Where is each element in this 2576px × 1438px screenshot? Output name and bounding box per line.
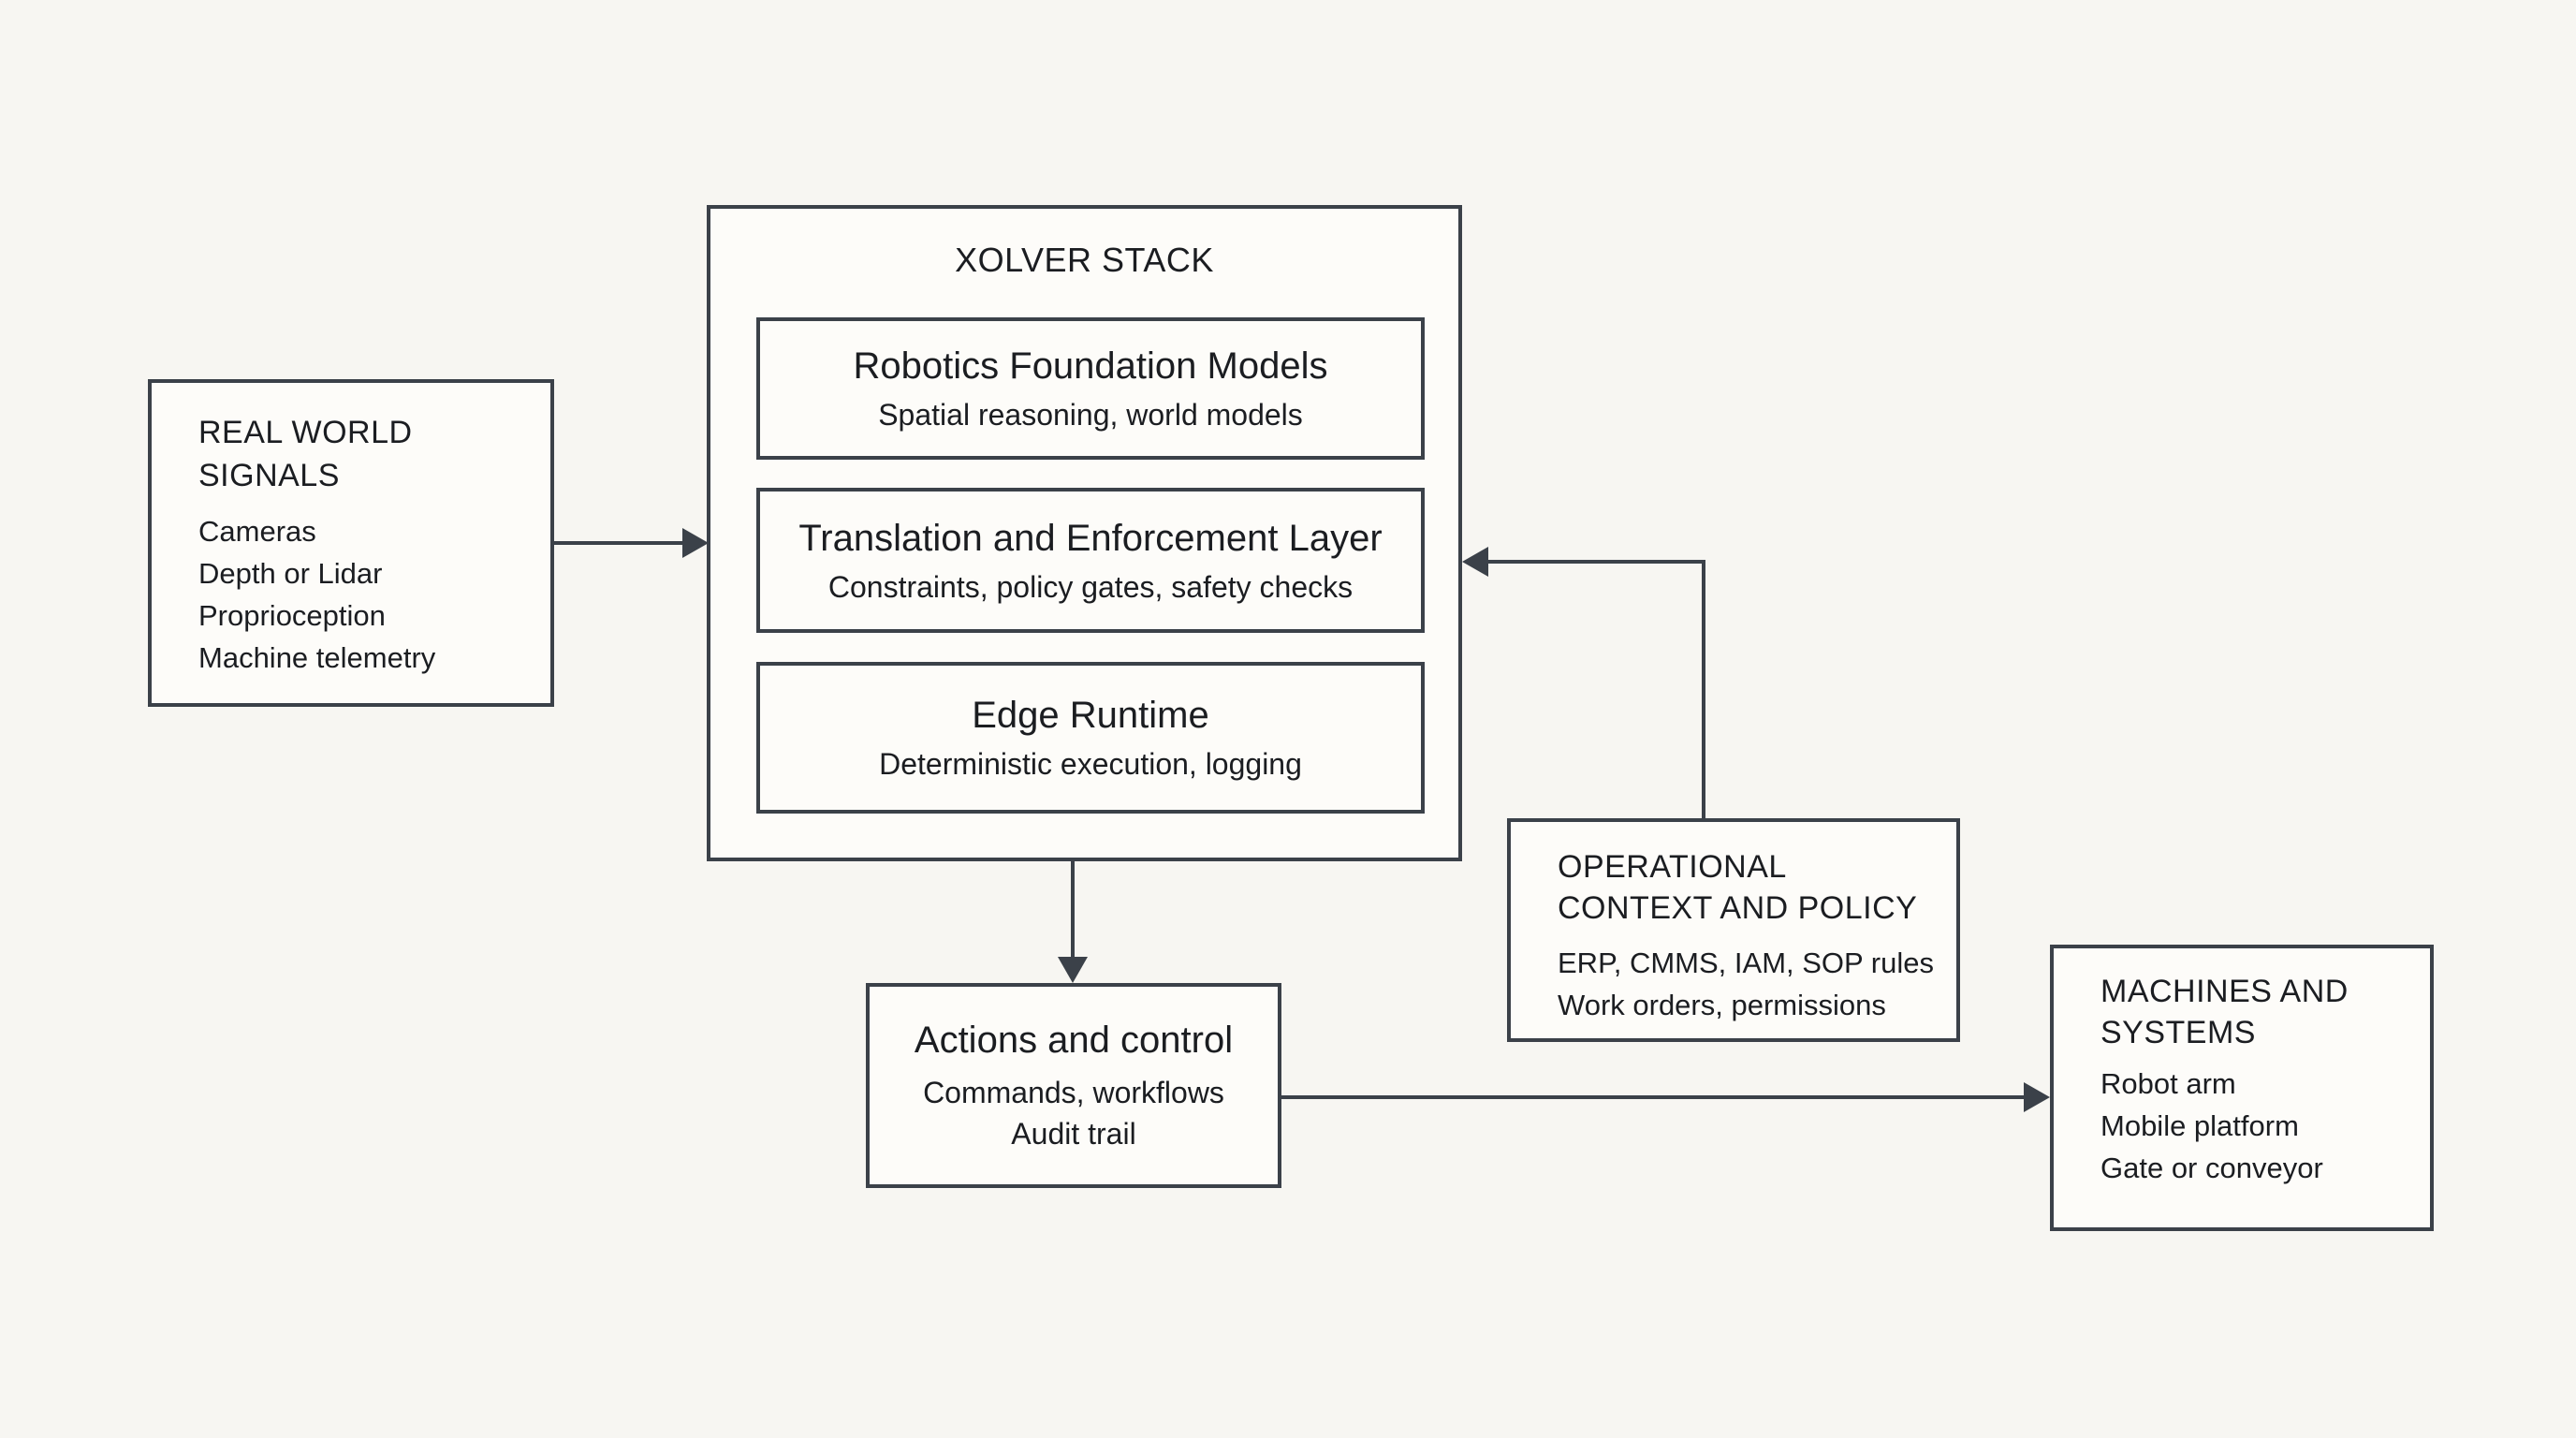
layer-subtitle: Constraints, policy gates, safety checks bbox=[827, 569, 1354, 604]
operational-context-items: ERP, CMMS, IAM, SOP rules Work orders, p… bbox=[1558, 942, 1938, 1026]
list-item: Depth or Lidar bbox=[198, 557, 383, 590]
list-item: Cameras bbox=[198, 515, 316, 548]
layer-subtitle: Deterministic execution, logging bbox=[879, 747, 1302, 781]
machines-systems-box: MACHINES AND SYSTEMS Robot arm Mobile pl… bbox=[2050, 945, 2434, 1231]
list-item: Proprioception bbox=[198, 599, 386, 632]
layer-title: Translation and Enforcement Layer bbox=[798, 517, 1383, 559]
layer-robotics-foundation-models: Robotics Foundation Models Spatial reaso… bbox=[756, 317, 1425, 460]
list-item: Work orders, permissions bbox=[1558, 989, 1886, 1021]
arrowhead-left-icon bbox=[1462, 547, 1488, 577]
layer-translation-enforcement: Translation and Enforcement Layer Constr… bbox=[756, 488, 1425, 633]
list-item: Mobile platform bbox=[2100, 1109, 2299, 1142]
actions-control-items: Commands, workflows Audit trail bbox=[923, 1072, 1224, 1154]
operational-context-title: OPERATIONAL CONTEXT AND POLICY bbox=[1558, 849, 1918, 926]
machines-systems-title: MACHINES AND SYSTEMS bbox=[2100, 974, 2349, 1050]
operational-context-box: OPERATIONAL CONTEXT AND POLICY ERP, CMMS… bbox=[1507, 818, 1960, 1042]
layer-title: Edge Runtime bbox=[972, 695, 1209, 736]
list-item: Robot arm bbox=[2100, 1067, 2236, 1100]
layer-title: Robotics Foundation Models bbox=[853, 345, 1328, 387]
real-world-signals-title: REAL WORLD SIGNALS bbox=[198, 415, 413, 493]
layer-subtitle: Spatial reasoning, world models bbox=[878, 398, 1303, 432]
actions-control-title: Actions and control bbox=[914, 1019, 1234, 1061]
list-item: Commands, workflows bbox=[923, 1075, 1224, 1109]
actions-control-box: Actions and control Commands, workflows … bbox=[866, 983, 1281, 1188]
list-item: Audit trail bbox=[1011, 1116, 1136, 1151]
real-world-signals-items: Cameras Depth or Lidar Proprioception Ma… bbox=[198, 510, 532, 679]
xolver-stack-title: XOLVER STACK bbox=[955, 241, 1214, 279]
list-item: Gate or conveyor bbox=[2100, 1152, 2323, 1184]
list-item: ERP, CMMS, IAM, SOP rules bbox=[1558, 946, 1934, 979]
arrowhead-down-icon bbox=[1058, 957, 1088, 983]
layer-edge-runtime: Edge Runtime Deterministic execution, lo… bbox=[756, 662, 1425, 814]
list-item: Machine telemetry bbox=[198, 641, 436, 674]
arrowhead-right-icon bbox=[2024, 1082, 2050, 1112]
real-world-signals-box: REAL WORLD SIGNALS Cameras Depth or Lida… bbox=[148, 379, 554, 707]
arrowhead-right-icon bbox=[682, 528, 709, 558]
xolver-stack-box: XOLVER STACK Robotics Foundation Models … bbox=[707, 205, 1462, 861]
machines-systems-items: Robot arm Mobile platform Gate or convey… bbox=[2100, 1063, 2411, 1189]
